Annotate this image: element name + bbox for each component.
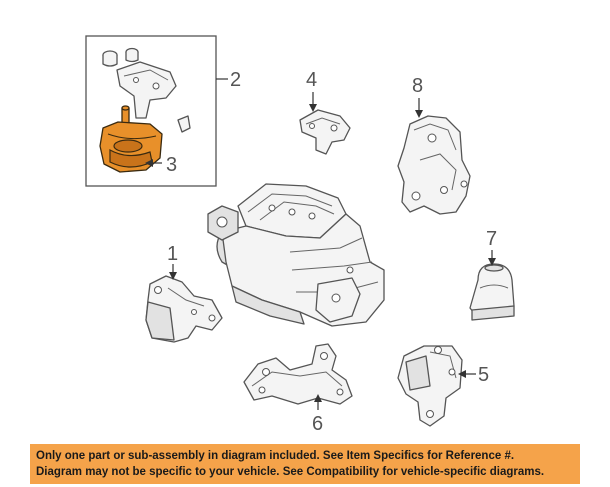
callout-1-label: 1 (167, 243, 178, 265)
callout-2: 2 (216, 69, 241, 91)
disclaimer-banner: Only one part or sub-assembly in diagram… (30, 444, 580, 484)
disclaimer-line-1: Only one part or sub-assembly in diagram… (36, 450, 515, 462)
callout-5-label: 5 (478, 364, 489, 386)
inset-frame (85, 35, 217, 187)
engine-mount-highlighted[interactable] (99, 105, 163, 173)
part-4-bracket[interactable] (299, 109, 351, 155)
callout-1: 1 (167, 243, 178, 280)
inset-fasteners (102, 47, 139, 67)
part-6-bracket[interactable] (243, 343, 353, 405)
callout-6: 6 (312, 394, 323, 435)
disclaimer-line-2: Diagram may not be specific to your vehi… (36, 466, 545, 478)
part-1-mount[interactable] (145, 275, 223, 343)
callout-5: 5 (458, 364, 489, 386)
callout-8-label: 8 (412, 75, 423, 97)
callout-4: 4 (306, 69, 317, 112)
callout-3: 3 (145, 154, 177, 176)
inset-part-2-group (85, 35, 217, 187)
part-8-bracket[interactable] (397, 115, 471, 215)
part-7-mount[interactable] (469, 263, 515, 321)
callout-6-label: 6 (312, 413, 323, 435)
callout-7: 7 (486, 228, 497, 266)
callout-4-label: 4 (306, 69, 317, 91)
callout-8: 8 (412, 75, 423, 118)
callout-2-label: 2 (230, 69, 241, 91)
callout-7-label: 7 (486, 228, 497, 250)
engine-assembly (207, 183, 385, 327)
callout-3-label: 3 (166, 154, 177, 176)
inset-clip (177, 115, 191, 133)
part-5-mount[interactable] (397, 345, 463, 427)
